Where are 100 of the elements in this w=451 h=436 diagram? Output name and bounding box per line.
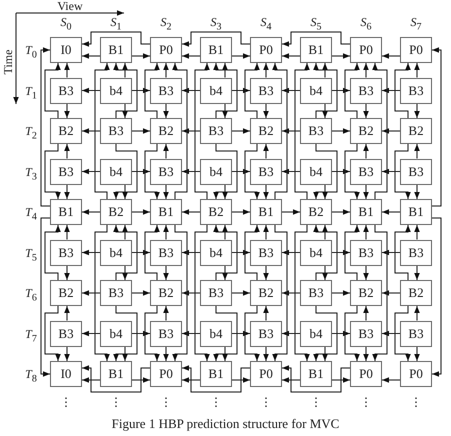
frame-box: B3 (150, 158, 182, 184)
frame-box: B3 (400, 158, 432, 184)
arrow (163, 224, 169, 240)
frame-box: B2 (250, 280, 282, 306)
arrow (282, 290, 300, 296)
arrow (263, 184, 269, 200)
ellipsis: ⋮ (210, 395, 222, 409)
frame-box: B3 (300, 118, 332, 144)
frame-box: B3 (350, 240, 382, 266)
arrow (363, 306, 369, 321)
arrow (163, 265, 169, 280)
arrow (144, 144, 160, 200)
ellipsis: ⋮ (60, 395, 72, 409)
arrow (132, 53, 150, 59)
arrow (414, 184, 420, 200)
arrow (313, 62, 338, 118)
arrow (232, 53, 250, 59)
arrow (432, 218, 442, 377)
frame-box: B1 (300, 37, 332, 63)
arrow (194, 62, 210, 200)
arrow (182, 128, 200, 134)
arrow (272, 224, 288, 362)
arrow (313, 144, 338, 200)
arrow (332, 128, 350, 134)
view-label: S$_{1}$ (110, 15, 122, 34)
arrow (414, 306, 420, 321)
time-label: T$_{8}$ (24, 367, 38, 386)
arrow (382, 377, 400, 383)
frame-box: B3 (100, 118, 132, 144)
arrow (82, 377, 100, 383)
arrow (344, 62, 360, 118)
view-label: S$_{2}$ (160, 15, 172, 34)
arrow (332, 290, 350, 296)
frame-box: P0 (250, 361, 282, 387)
frame-box: B1 (150, 199, 182, 225)
arrow (232, 209, 250, 215)
arrow (40, 47, 50, 206)
arrow (263, 346, 269, 362)
frame-box: I0 (50, 361, 82, 387)
arrow (232, 88, 250, 94)
arrow (232, 168, 250, 174)
arrow (263, 144, 269, 159)
arrow (213, 62, 238, 118)
arrow (232, 377, 250, 383)
arrow (64, 346, 70, 362)
arrow (382, 330, 400, 336)
arrow (222, 62, 228, 78)
frame-box: b4 (300, 78, 332, 104)
frame-box: B3 (400, 320, 432, 346)
arrow (244, 224, 260, 280)
frame-box: B2 (250, 118, 282, 144)
arrow (144, 62, 160, 118)
arrow (382, 53, 400, 59)
time-label: T$_{5}$ (24, 246, 38, 265)
arrow (82, 250, 100, 256)
arrow (282, 377, 300, 383)
frame-box: b4 (100, 240, 132, 266)
arrow (322, 103, 328, 118)
arrow (282, 250, 300, 256)
caption: Figure 1 HBP prediction structure for MVC (110, 416, 340, 432)
view-label: S$_{7}$ (410, 15, 422, 34)
arrow (394, 306, 411, 362)
frame-box: B2 (100, 199, 132, 225)
frame-box: B3 (400, 78, 432, 104)
arrow (144, 306, 160, 362)
arrow (394, 62, 411, 118)
time-label: T$_{3}$ (24, 164, 38, 184)
arrow (344, 144, 360, 200)
arrow (113, 62, 138, 118)
arrow (122, 184, 128, 200)
arrow (82, 53, 100, 59)
frame-box: B1 (100, 361, 132, 387)
arrow (313, 224, 338, 280)
arrow (332, 330, 350, 336)
arrow (363, 144, 369, 159)
frame-box: B3 (150, 78, 182, 104)
arrow (182, 209, 200, 215)
arrow (172, 62, 188, 200)
arrow (64, 265, 70, 280)
view-label: S$_{3}$ (210, 15, 222, 34)
arrow (94, 224, 110, 362)
frame-box: b4 (100, 78, 132, 104)
frame-box: b4 (300, 158, 332, 184)
arrow (382, 128, 400, 134)
arrow (182, 377, 200, 383)
arrow (222, 224, 228, 240)
frame-box: P0 (350, 37, 382, 63)
frame-box: B3 (400, 240, 432, 266)
arrow (232, 330, 250, 336)
arrow (132, 88, 150, 94)
frame-box: B3 (250, 78, 282, 104)
arrow (414, 224, 420, 240)
time-label: T$_{2}$ (24, 124, 38, 144)
arrow (382, 250, 400, 256)
arrow (182, 330, 200, 336)
arrow (132, 290, 150, 296)
arrow (414, 346, 420, 362)
arrow (344, 306, 360, 362)
arrow (282, 330, 300, 336)
arrow (222, 265, 228, 280)
